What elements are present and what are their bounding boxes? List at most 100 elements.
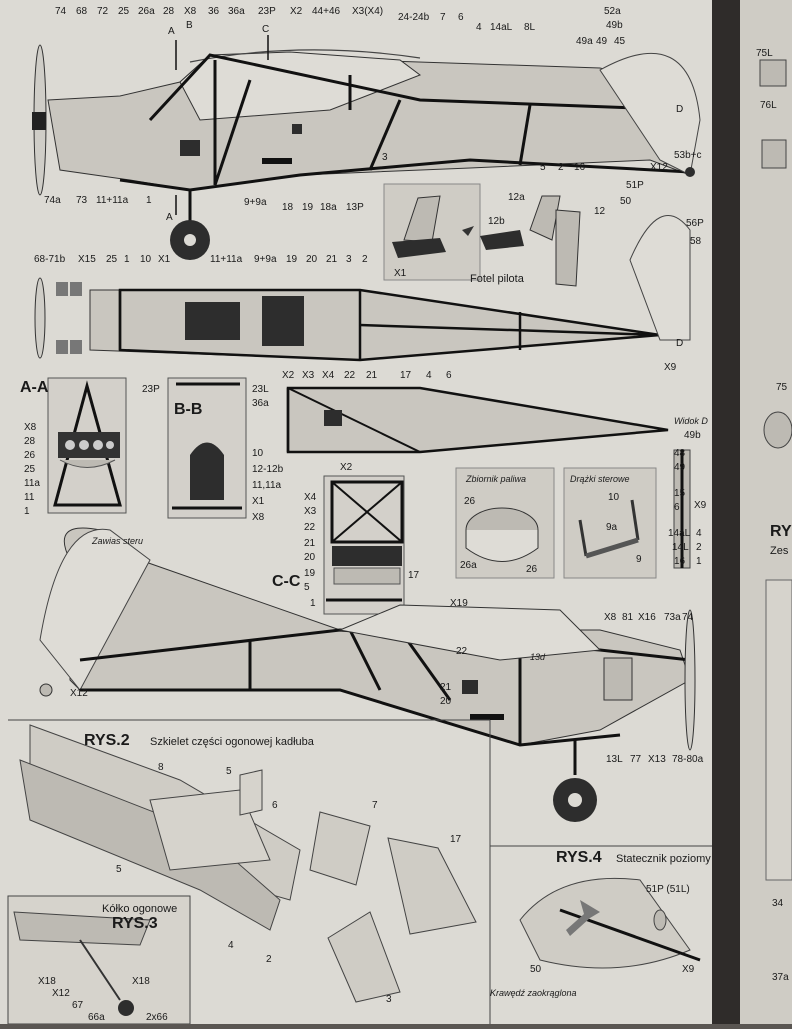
right-part — [462, 680, 478, 694]
spar-tube-icon — [653, 909, 667, 931]
label: 25 — [118, 6, 130, 17]
label: X3 — [304, 506, 317, 517]
label: 51P — [626, 180, 644, 191]
cc-tank — [333, 567, 401, 585]
label: 49 — [674, 462, 686, 473]
label: 74 — [55, 6, 67, 17]
engine-cyl-2 — [70, 282, 82, 296]
label: X8 — [24, 422, 37, 433]
label: 9 — [636, 554, 642, 565]
label: 26a — [138, 6, 155, 17]
label: 45 — [614, 36, 626, 47]
fuel-tank-caption: Zbiornik paliwa — [465, 474, 526, 484]
label: 34 — [772, 898, 784, 909]
right-part — [763, 411, 792, 449]
label: X8 — [184, 6, 197, 17]
label: 74a — [44, 195, 61, 206]
frame-diagonal-1 — [213, 79, 252, 186]
label: 67 — [72, 1000, 84, 1011]
cc-panel — [332, 546, 402, 566]
label: 5 — [226, 766, 232, 777]
label: 12a — [508, 192, 525, 203]
cabin-windows — [179, 51, 422, 121]
engine-cyl-1 — [56, 282, 68, 296]
stick-1 — [578, 519, 588, 557]
label: 15 — [674, 488, 686, 499]
prop-hub — [32, 112, 46, 130]
frame-post-4 — [518, 104, 532, 166]
label: B — [186, 20, 193, 31]
label: 18 — [282, 202, 294, 213]
top-seat — [185, 302, 240, 340]
label: RY — [770, 523, 792, 540]
label: A — [168, 26, 175, 37]
label: 10 — [252, 448, 264, 459]
gauge-icon — [79, 440, 89, 450]
label: 13d — [530, 652, 546, 662]
label: 26 — [526, 564, 538, 575]
tail-part-3 — [327, 911, 401, 1003]
label: 17 — [408, 570, 420, 581]
label: 5 — [540, 162, 546, 173]
rys4-panel: RYS.4 Statecznik poziomy 51P (51L) 50 X9… — [490, 845, 712, 998]
gauge-icon — [65, 440, 75, 450]
label: Zes — [770, 545, 789, 557]
label: 49b — [606, 20, 623, 31]
label: X19 — [450, 598, 468, 609]
label: 14aL — [668, 528, 691, 539]
tail-part-5 — [239, 769, 263, 816]
tail-wheel — [685, 167, 695, 177]
label: X8 — [252, 512, 265, 523]
label: 2x66 — [146, 1012, 168, 1023]
label: 53b+c — [674, 150, 702, 161]
label: 1 — [24, 506, 30, 517]
lower-longeron — [119, 158, 691, 192]
label: 3 — [382, 152, 388, 163]
bottom-part — [324, 410, 342, 426]
label: 22 — [344, 370, 356, 381]
label: 25 — [24, 464, 36, 475]
fuel-tank-side — [465, 530, 539, 562]
label: X3 — [302, 370, 315, 381]
upper-longeron — [148, 53, 691, 122]
seat-part-12b — [480, 230, 524, 250]
label: 1 — [146, 195, 152, 206]
right-page-fragment: 75L 76L 75 RY Zes 34 37a — [756, 48, 792, 983]
seat-detail: X1 12a 12b 12 Fotel pilota — [383, 183, 606, 287]
label: 58 — [690, 236, 702, 247]
tail-part-17 — [387, 837, 477, 935]
label: 23P — [258, 6, 276, 17]
label: 9a — [606, 522, 618, 533]
top-tank — [262, 296, 304, 346]
label: 75 — [776, 382, 788, 393]
aa-tank — [59, 459, 116, 468]
label: 11+11a — [210, 254, 243, 265]
label: A — [166, 212, 173, 223]
frame-post-3 — [368, 99, 402, 171]
gauge-icon — [93, 440, 103, 450]
label: 66a — [88, 1012, 105, 1023]
label: 11+11a — [96, 195, 129, 206]
right-tail-wheel — [39, 683, 53, 697]
label: 21 — [304, 538, 316, 549]
label: X13 — [648, 754, 666, 765]
label: 74 — [682, 612, 694, 623]
label: 4 — [696, 528, 702, 539]
stick-2 — [630, 499, 640, 541]
curved-arrow-icon — [566, 900, 600, 936]
label: 1 — [696, 556, 702, 567]
label: 36 — [208, 6, 220, 17]
label: 2 — [558, 162, 564, 173]
section-bb-title: B-B — [174, 401, 202, 418]
label: 7 — [372, 800, 378, 811]
section-aa: A-A X8 28 26 25 11a 11 1 — [20, 377, 127, 517]
right-propeller — [684, 609, 696, 751]
label: 6 — [446, 370, 452, 381]
label: 4 — [228, 940, 234, 951]
top-view: 68-71b X15 25 1 10 X1 11+11a 9+9a 19 20 … — [34, 180, 704, 373]
label: 22 — [304, 522, 316, 533]
label: 24-24b — [398, 12, 430, 23]
floor-part — [262, 158, 292, 164]
right-panel — [765, 579, 792, 881]
label: 25 — [106, 254, 118, 265]
